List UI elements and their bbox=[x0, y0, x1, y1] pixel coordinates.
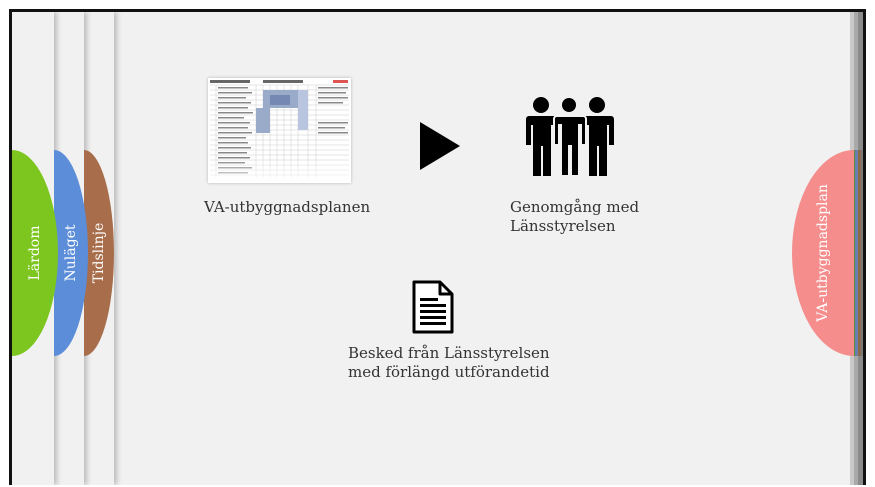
meeting-label: Genomgång med Länsstyrelsen bbox=[510, 198, 639, 236]
tab-va-utbyggnadsplan-label: VA-utbyggnadsplan bbox=[815, 184, 831, 322]
tab-nulaget-label: Nuläget bbox=[63, 224, 79, 282]
document-icon[interactable] bbox=[412, 280, 454, 334]
meeting-label-line1: Genomgång med bbox=[510, 198, 640, 216]
main-page bbox=[12, 12, 854, 485]
decision-label-line2: med förlängd utförandetid bbox=[348, 363, 550, 381]
tab-lardom-label: Lärdom bbox=[27, 225, 43, 281]
tab-tidslinje-label: Tidslinje bbox=[91, 222, 107, 284]
play-arrow-icon[interactable] bbox=[420, 122, 460, 170]
right-tab-stack bbox=[852, 150, 863, 356]
decision-label-line1: Besked från Länsstyrelsen bbox=[348, 344, 550, 362]
meeting-label-line2: Länsstyrelsen bbox=[510, 217, 616, 235]
spreadsheet-thumbnail-graphic bbox=[208, 78, 351, 183]
people-group-icon bbox=[526, 96, 614, 176]
presentation-canvas: Lärdom Nuläget Tidslinje VA-utbyggnadspl… bbox=[9, 9, 866, 485]
plan-label: VA-utbyggnadsplanen bbox=[204, 198, 371, 216]
decision-label: Besked från Länsstyrelsen med förlängd u… bbox=[348, 344, 550, 382]
spreadsheet-thumbnail[interactable] bbox=[208, 78, 351, 183]
